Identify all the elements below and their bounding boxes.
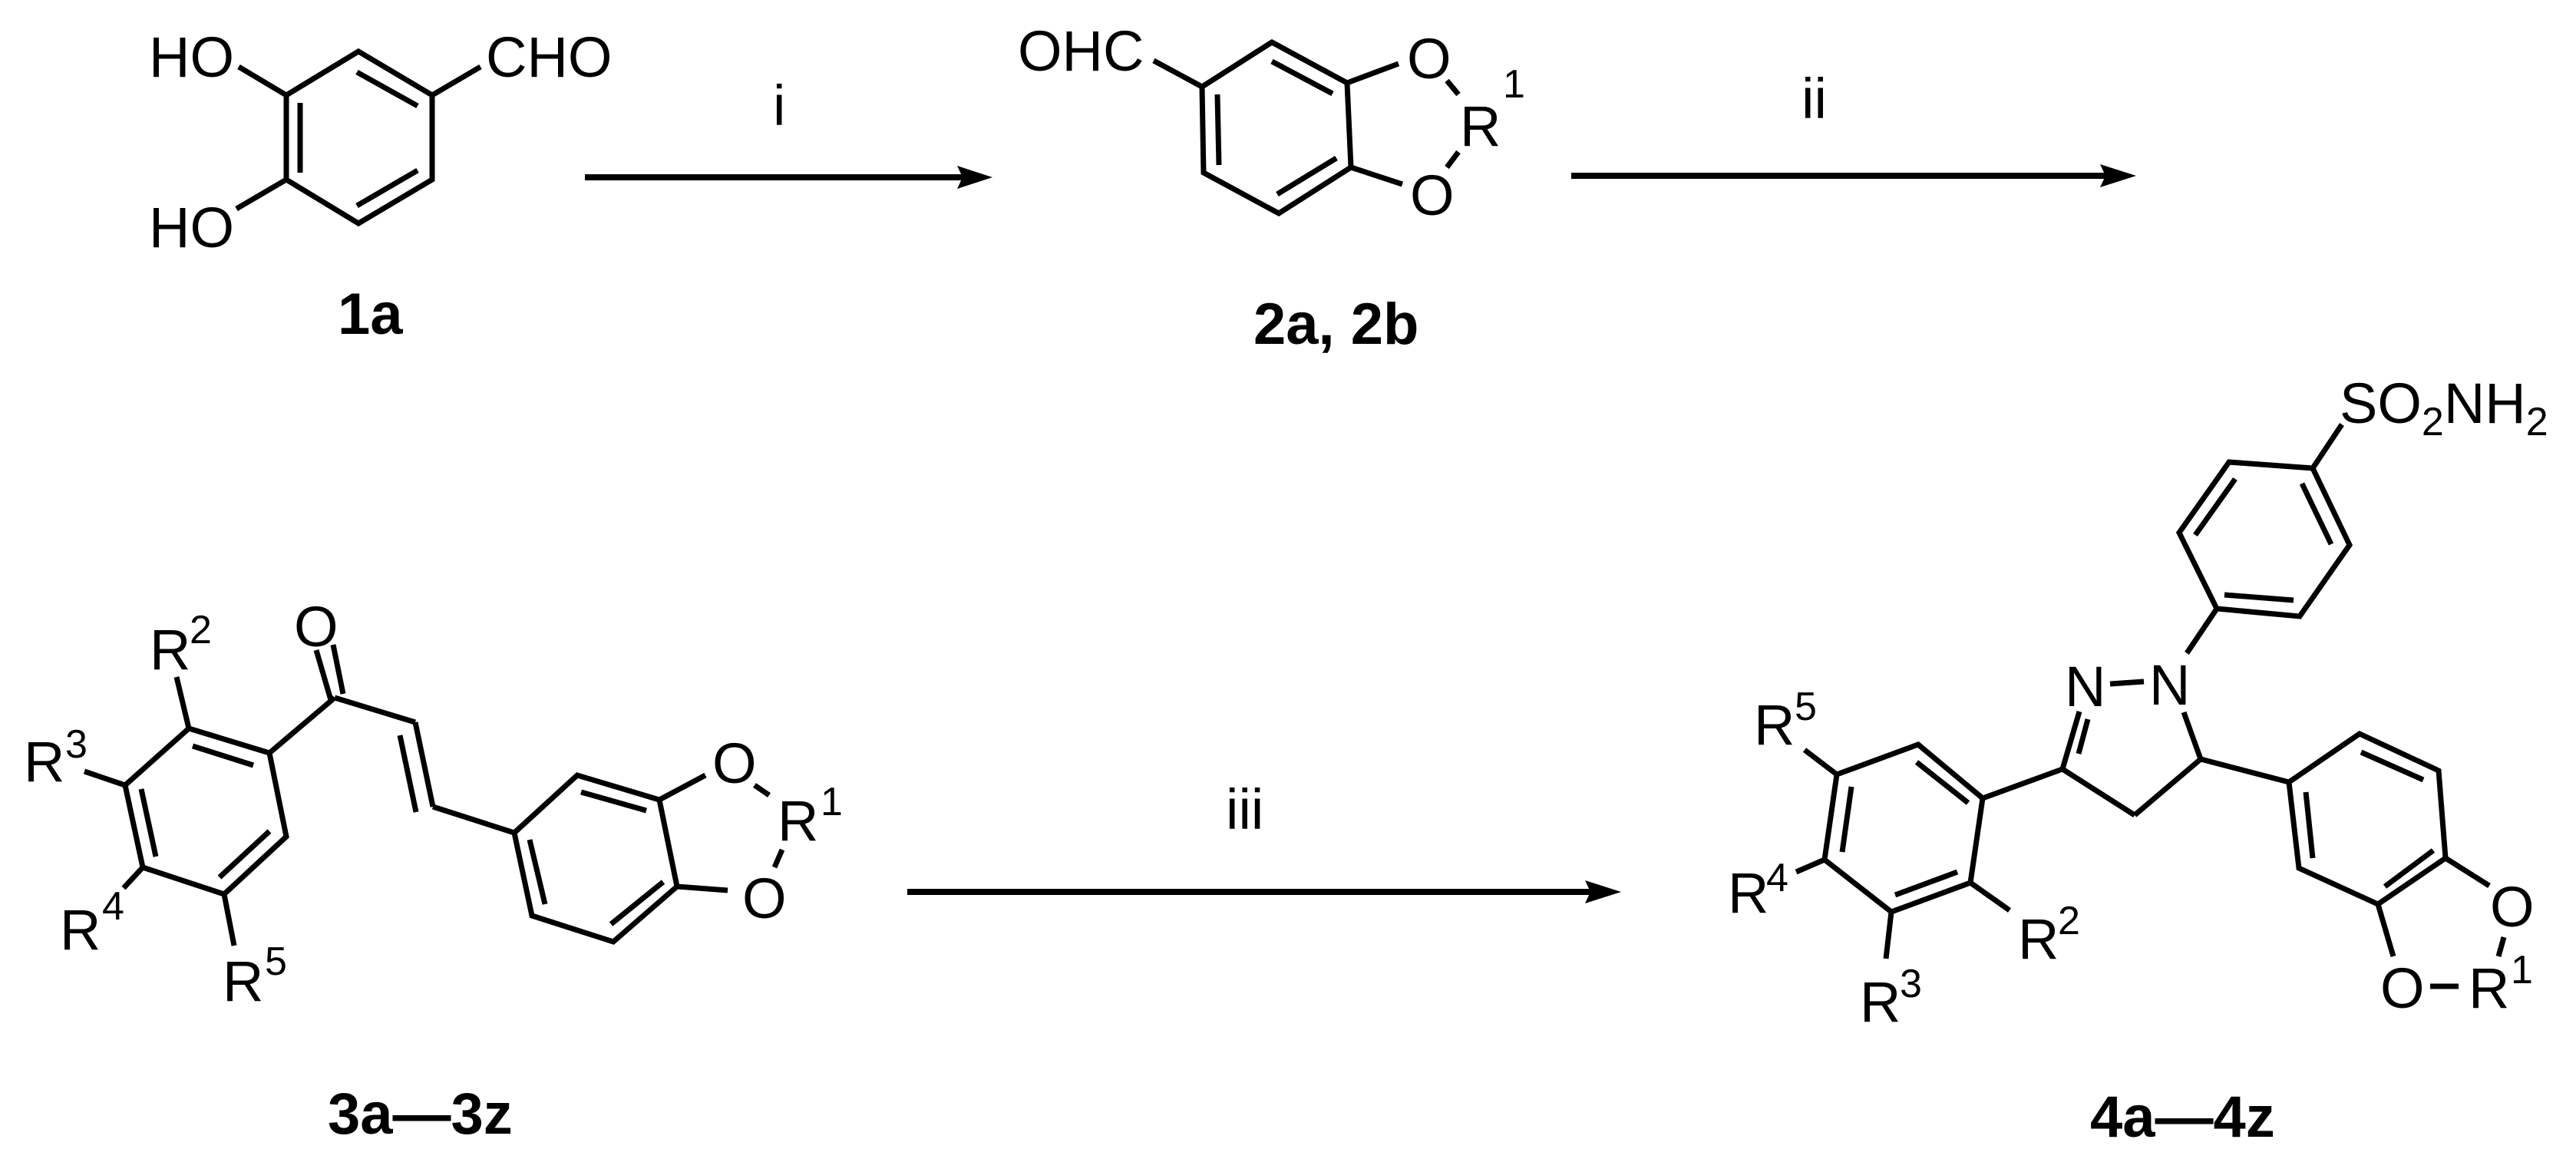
reagent-label-ii: ii <box>1802 67 1827 130</box>
aryl-ring-4 <box>1821 741 1986 915</box>
bond-o-bottom <box>2375 903 2396 957</box>
benzodioxole-ring-2 <box>1199 38 1354 217</box>
bond-c3-n2 <box>2059 711 2082 770</box>
r5-label: R <box>223 949 263 1013</box>
bond-r2 <box>1968 880 2012 913</box>
r3-label: R <box>24 730 64 794</box>
bond-r3 <box>83 768 127 788</box>
r3-superscript: 3 <box>1900 962 1922 1006</box>
aryl-ring-3 <box>122 725 289 897</box>
bond-c4-c3 <box>2061 767 2136 817</box>
ohc-label: OHC <box>1018 19 1144 83</box>
bond-r4 <box>121 865 145 890</box>
r5-superscript: 5 <box>1795 685 1817 729</box>
bond-cho <box>431 64 482 98</box>
cho-label: CHO <box>486 25 612 89</box>
bond-o-r1-bottom <box>1445 150 1461 170</box>
carbonyl-o-label: O <box>294 595 339 659</box>
sulfonylphenyl-ring-4 <box>2175 459 2353 619</box>
compound-label-2: 2a, 2b <box>1253 292 1418 357</box>
r4-superscript: 4 <box>102 884 124 929</box>
bond-o-top <box>2444 856 2491 888</box>
reagent-label-iii: iii <box>1226 778 1263 841</box>
compound-4: SO2NH2 N N R 5 R 4 R 3 R 2 O O R 1 4a—4z <box>1728 371 2548 1150</box>
bond-n-n <box>2109 679 2145 687</box>
reaction-arrow-iii: iii <box>907 778 1621 903</box>
r3-superscript: 3 <box>65 722 88 767</box>
r2-superscript: 2 <box>190 608 212 652</box>
ho-bottom-label: HO <box>149 196 234 259</box>
bond-r4 <box>1795 857 1826 875</box>
r1-label: R <box>778 789 818 853</box>
bond-r2 <box>173 676 192 729</box>
n2-label: N <box>2065 655 2105 718</box>
reaction-arrow-i: i <box>585 74 992 189</box>
compound-label-3: 3a—3z <box>328 1081 513 1147</box>
bond-o-r1-top <box>1445 78 1461 97</box>
reaction-arrow-ii: ii <box>1571 67 2136 187</box>
r4-label: R <box>60 898 101 962</box>
compound-label-1a: 1a <box>338 282 403 347</box>
bond-ring-n1 <box>2185 607 2219 655</box>
bond-ohc <box>1152 58 1204 90</box>
bond-aryl-carbonyl <box>267 695 337 755</box>
o-bottom-label: O <box>742 867 787 930</box>
bond-o-r1-top <box>2495 936 2507 957</box>
bond-o-bottom <box>676 883 728 893</box>
compound-2: OHC O O R 1 2a, 2b <box>1018 19 1525 357</box>
r5-superscript: 5 <box>265 939 287 984</box>
r2-label: R <box>150 618 190 682</box>
bond-c-o-1 <box>313 649 334 701</box>
bond-c5-aryl <box>2200 756 2290 785</box>
o-top-label: O <box>712 731 757 795</box>
o-bottom-label: O <box>2380 956 2425 1020</box>
bond-o-r1-top <box>753 783 771 797</box>
r1-superscript: 1 <box>1503 62 1525 107</box>
sulfonamide-label: SO2NH2 <box>2340 371 2548 444</box>
bond-o-top <box>658 772 707 803</box>
bond-c5-c4 <box>2132 757 2203 817</box>
r5-label: R <box>1754 693 1795 757</box>
r4-superscript: 4 <box>1766 856 1788 900</box>
o-top-label: O <box>1407 27 1451 91</box>
bond-r5 <box>221 893 237 946</box>
bond-n1-c5 <box>2181 711 2204 761</box>
reagent-label-i: i <box>773 74 785 137</box>
r2-label: R <box>2018 907 2059 971</box>
bond-c-o-2 <box>330 644 346 695</box>
r3-label: R <box>1860 970 1901 1034</box>
benzodioxole-ring-3 <box>511 772 680 945</box>
r1-superscript: 1 <box>821 780 843 824</box>
bond-c-s <box>2310 423 2344 470</box>
bond-o-bottom <box>1349 164 1404 187</box>
bond-o-r1-bottom <box>771 848 785 869</box>
bond-oh-top <box>237 64 288 98</box>
r2-superscript: 2 <box>2058 899 2080 943</box>
bond-r3 <box>1883 911 1894 959</box>
r4-label: R <box>1728 861 1769 925</box>
compound-label-4: 4a—4z <box>2090 1085 2275 1150</box>
compound-3: O R 2 R 3 R 4 R 5 O O R 1 3a—3z <box>24 595 843 1147</box>
bond-c3-aryl <box>1981 766 2064 801</box>
bond-o-top <box>1346 61 1400 86</box>
o-top-label: O <box>2490 875 2535 939</box>
bond-c-calpha <box>333 695 417 725</box>
bond-alkene-inner <box>397 735 419 813</box>
r1-superscript: 1 <box>2511 948 2533 992</box>
compound-1a: HO HO CHO 1a <box>149 25 612 347</box>
o-bottom-label: O <box>1410 163 1455 227</box>
r1-label: R <box>2469 956 2509 1020</box>
r1-label: R <box>1460 94 1501 158</box>
bond-alkene <box>412 721 436 807</box>
benzene-ring-1a <box>283 48 435 227</box>
bond-cbeta-ring <box>431 804 516 836</box>
bond-oh-bottom <box>235 177 288 212</box>
n1-label: N <box>2149 653 2190 717</box>
bond-c3-n2-inner <box>2076 718 2091 755</box>
benzodioxole-ring-4 <box>2286 730 2449 908</box>
bond-r5 <box>1802 748 1839 777</box>
ho-top-label: HO <box>149 25 234 89</box>
